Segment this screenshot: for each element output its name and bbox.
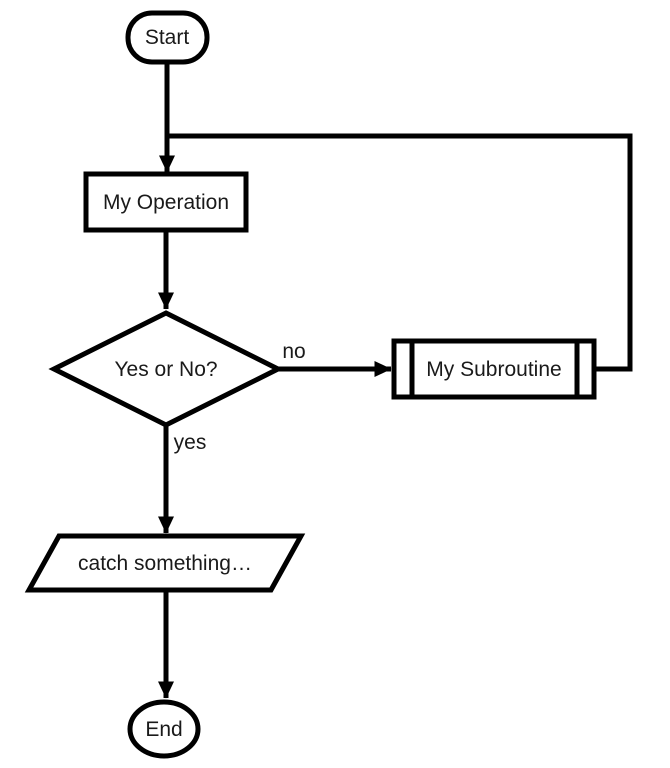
edge-subroutine-loop-back — [166, 133, 633, 372]
node-decision: Yes or No? — [48, 310, 284, 428]
subroutine-shape — [391, 338, 597, 400]
output-label: catch something… — [78, 552, 252, 575]
node-output: catch something… — [24, 533, 306, 593]
edge-label-yes: yes — [174, 431, 207, 454]
operation-process-shape — [83, 171, 249, 233]
decision-diamond-shape — [48, 310, 284, 428]
node-subroutine: My Subroutine — [391, 338, 597, 400]
decision-label: Yes or No? — [114, 358, 217, 381]
end-label: End — [145, 718, 182, 741]
end-terminator-shape — [127, 699, 201, 759]
edge-label-no: no — [282, 340, 305, 363]
node-operation: My Operation — [83, 171, 249, 233]
output-parallelogram-shape — [24, 533, 306, 593]
start-label: Start — [145, 26, 190, 49]
start-terminator-shape — [125, 10, 210, 65]
subroutine-label: My Subroutine — [426, 358, 561, 381]
edges — [158, 60, 633, 699]
operation-label: My Operation — [103, 191, 229, 214]
node-start: Start — [125, 10, 210, 65]
node-end: End — [127, 699, 201, 759]
